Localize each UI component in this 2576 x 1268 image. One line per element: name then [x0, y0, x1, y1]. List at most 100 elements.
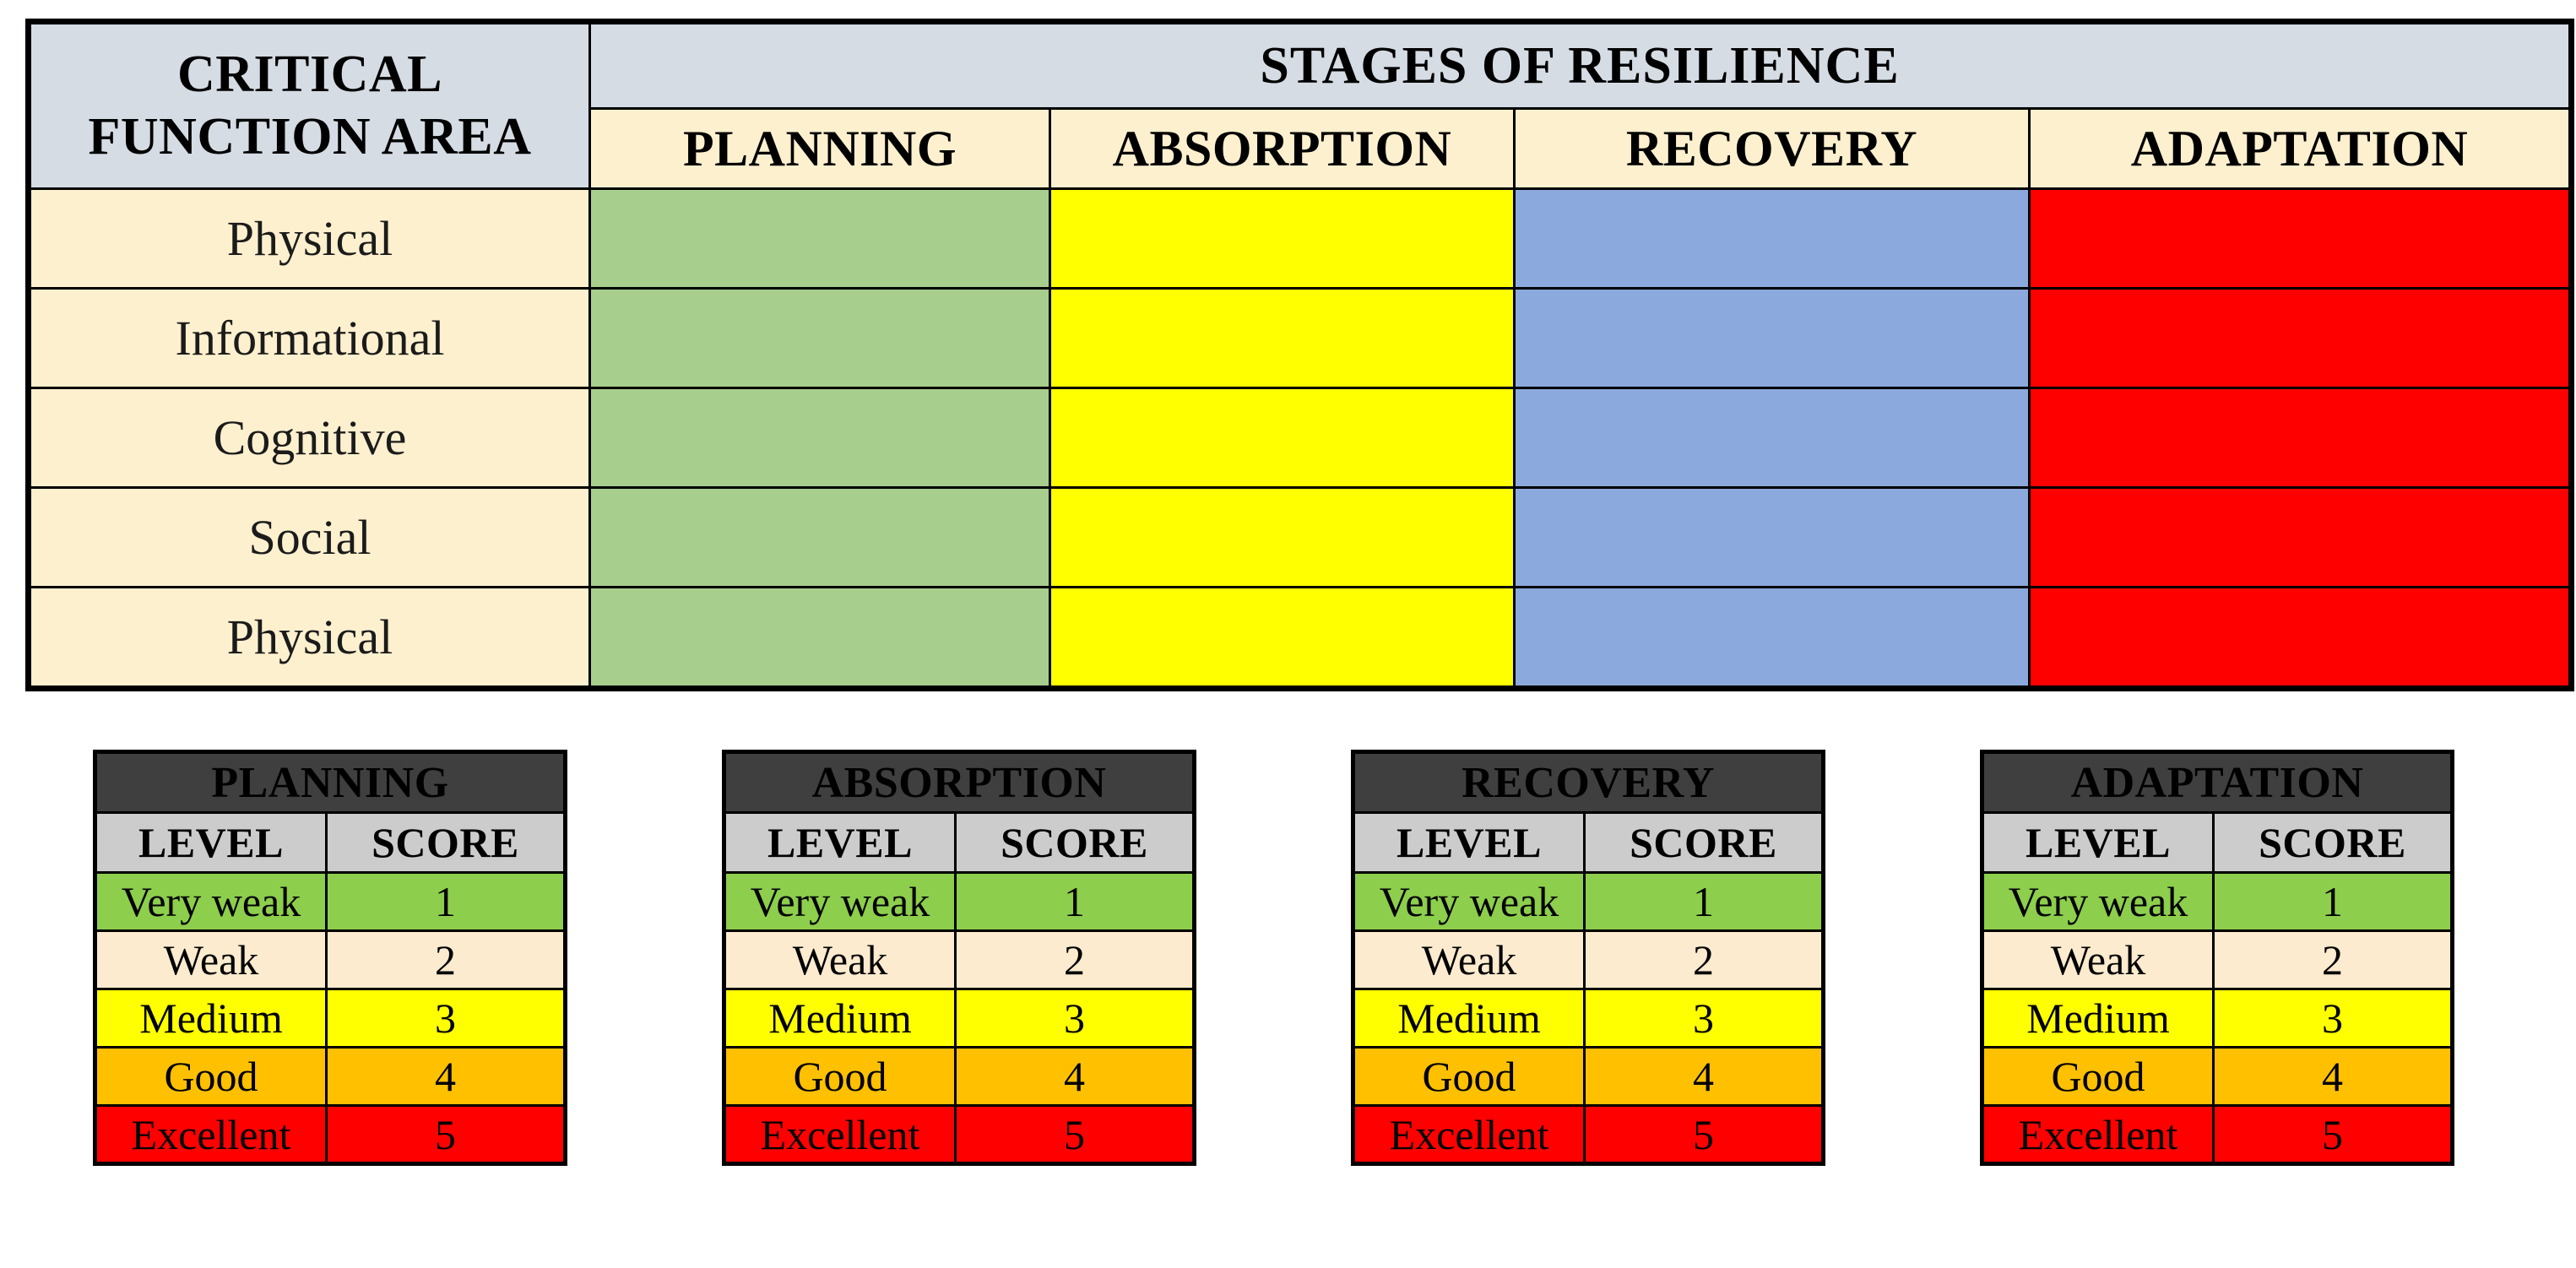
- legend-score: 1: [2212, 871, 2454, 932]
- score-cell-recovery[interactable]: [1513, 187, 2031, 290]
- score-cell-planning[interactable]: [588, 287, 1051, 389]
- list-item: Excellent 5: [1352, 1104, 1825, 1165]
- legend-score: 2: [954, 929, 1196, 990]
- score-cell-recovery[interactable]: [1513, 586, 2031, 690]
- legend-table: ADAPTATION LEVEL SCORE Very weak 1 Weak …: [1980, 750, 2454, 1166]
- legend-score: 5: [2212, 1104, 2454, 1165]
- legend-absorption: ABSORPTION LEVEL SCORE Very weak 1 Weak …: [722, 750, 1196, 1166]
- row-header-critical-function-area: CRITICAL FUNCTION AREA: [27, 20, 591, 190]
- legend-col-level: LEVEL: [94, 811, 328, 874]
- column-header-planning: PLANNING: [588, 107, 1051, 190]
- legend-level: Medium: [1352, 988, 1586, 1049]
- legend-level: Weak: [1981, 929, 2215, 990]
- legend-score: 3: [2212, 988, 2454, 1049]
- legend-table: PLANNING LEVEL SCORE Very weak 1 Weak 2 …: [93, 750, 567, 1166]
- legend-score: 2: [2212, 929, 2454, 990]
- legend-body: Very weak 1 Weak 2 Medium 3 Good 4 Excel…: [723, 871, 1196, 1165]
- list-item: Medium 3: [1352, 988, 1825, 1049]
- legend-col-score: SCORE: [954, 811, 1196, 874]
- score-cell-absorption[interactable]: [1049, 486, 1516, 588]
- resilience-matrix-container: CRITICAL FUNCTION AREA STAGES OF RESILIE…: [25, 19, 2575, 691]
- legend-title: ADAPTATION: [1981, 751, 2454, 814]
- list-item: Medium 3: [1981, 988, 2454, 1049]
- score-cell-adaptation[interactable]: [2027, 486, 2573, 588]
- list-item: Medium 3: [723, 988, 1196, 1049]
- score-cell-absorption[interactable]: [1049, 387, 1516, 489]
- list-item: Weak 2: [1352, 929, 1825, 990]
- matrix-head: CRITICAL FUNCTION AREA STAGES OF RESILIE…: [27, 20, 2573, 190]
- legend-score: 3: [325, 988, 567, 1049]
- score-cell-adaptation[interactable]: [2027, 287, 2573, 389]
- legend-score: 5: [954, 1104, 1196, 1165]
- score-cell-recovery[interactable]: [1513, 387, 2031, 489]
- legend-score: 1: [1583, 871, 1825, 932]
- legend-head: RECOVERY LEVEL SCORE: [1352, 751, 1825, 874]
- legend-adaptation: ADAPTATION LEVEL SCORE Very weak 1 Weak …: [1980, 750, 2454, 1166]
- list-item: Weak 2: [1981, 929, 2454, 990]
- score-cell-recovery[interactable]: [1513, 486, 2031, 588]
- list-item: Very weak 1: [723, 871, 1196, 932]
- list-item: Very weak 1: [94, 871, 567, 932]
- legend-head: ADAPTATION LEVEL SCORE: [1981, 751, 2454, 874]
- score-cell-planning[interactable]: [588, 486, 1051, 588]
- list-item: Good 4: [1352, 1046, 1825, 1107]
- legend-score: 5: [325, 1104, 567, 1165]
- list-item: Good 4: [723, 1046, 1196, 1107]
- score-cell-planning[interactable]: [588, 187, 1051, 290]
- legend-head: PLANNING LEVEL SCORE: [94, 751, 567, 874]
- row-header-line-1: CRITICAL: [176, 46, 443, 104]
- legend-score: 2: [1583, 929, 1825, 990]
- column-header-adaptation: ADAPTATION: [2027, 107, 2573, 190]
- legend-level: Good: [723, 1046, 957, 1107]
- legend-level: Very weak: [723, 871, 957, 932]
- list-item: Weak 2: [94, 929, 567, 990]
- legend-table: RECOVERY LEVEL SCORE Very weak 1 Weak 2 …: [1351, 750, 1825, 1166]
- legend-col-level: LEVEL: [1981, 811, 2215, 874]
- score-cell-adaptation[interactable]: [2027, 187, 2573, 290]
- legend-subhead-row: LEVEL SCORE: [1981, 811, 2454, 874]
- legend-level: Weak: [94, 929, 328, 990]
- table-row: Cognitive: [27, 387, 2573, 489]
- legend-level: Very weak: [94, 871, 328, 932]
- score-cell-absorption[interactable]: [1049, 586, 1516, 690]
- function-area-cell: Social: [27, 486, 591, 588]
- legend-tables-container: PLANNING LEVEL SCORE Very weak 1 Weak 2 …: [0, 750, 2576, 1256]
- legend-subhead-row: LEVEL SCORE: [723, 811, 1196, 874]
- group-header-stages-of-resilience: STAGES OF RESILIENCE: [588, 20, 2573, 110]
- function-area-cell: Informational: [27, 287, 591, 389]
- legend-score: 2: [325, 929, 567, 990]
- legend-score: 4: [2212, 1046, 2454, 1107]
- score-cell-absorption[interactable]: [1049, 287, 1516, 389]
- legend-level: Excellent: [94, 1104, 328, 1165]
- table-row: Physical: [27, 187, 2573, 290]
- legend-title-row: ABSORPTION: [723, 751, 1196, 814]
- score-cell-adaptation[interactable]: [2027, 387, 2573, 489]
- legend-col-score: SCORE: [2212, 811, 2454, 874]
- legend-score: 1: [325, 871, 567, 932]
- table-row: Physical: [27, 586, 2573, 690]
- legend-title: PLANNING: [94, 751, 567, 814]
- legend-level: Excellent: [723, 1104, 957, 1165]
- list-item: Excellent 5: [1981, 1104, 2454, 1165]
- legend-level: Excellent: [1981, 1104, 2215, 1165]
- list-item: Good 4: [1981, 1046, 2454, 1107]
- score-cell-adaptation[interactable]: [2027, 586, 2573, 690]
- column-header-recovery: RECOVERY: [1513, 107, 2031, 190]
- matrix-header-row-2: PLANNING ABSORPTION RECOVERY ADAPTATION: [29, 107, 2573, 190]
- resilience-matrix-table: CRITICAL FUNCTION AREA STAGES OF RESILIE…: [25, 19, 2575, 691]
- legend-level: Medium: [1981, 988, 2215, 1049]
- legend-level: Medium: [723, 988, 957, 1049]
- score-cell-recovery[interactable]: [1513, 287, 2031, 389]
- legend-col-level: LEVEL: [723, 811, 957, 874]
- matrix-header-row-1: CRITICAL FUNCTION AREA STAGES OF RESILIE…: [27, 20, 2573, 190]
- legend-score: 3: [1583, 988, 1825, 1049]
- legend-level: Good: [1981, 1046, 2215, 1107]
- score-cell-absorption[interactable]: [1049, 187, 1516, 290]
- matrix-body: Physical Informational Cognitive: [27, 187, 2573, 690]
- legend-body: Very weak 1 Weak 2 Medium 3 Good 4 Excel…: [1352, 871, 1825, 1165]
- score-cell-planning[interactable]: [588, 387, 1051, 489]
- function-area-cell: Physical: [27, 187, 591, 290]
- legend-score: 4: [954, 1046, 1196, 1107]
- legend-level: Weak: [723, 929, 957, 990]
- score-cell-planning[interactable]: [588, 586, 1051, 690]
